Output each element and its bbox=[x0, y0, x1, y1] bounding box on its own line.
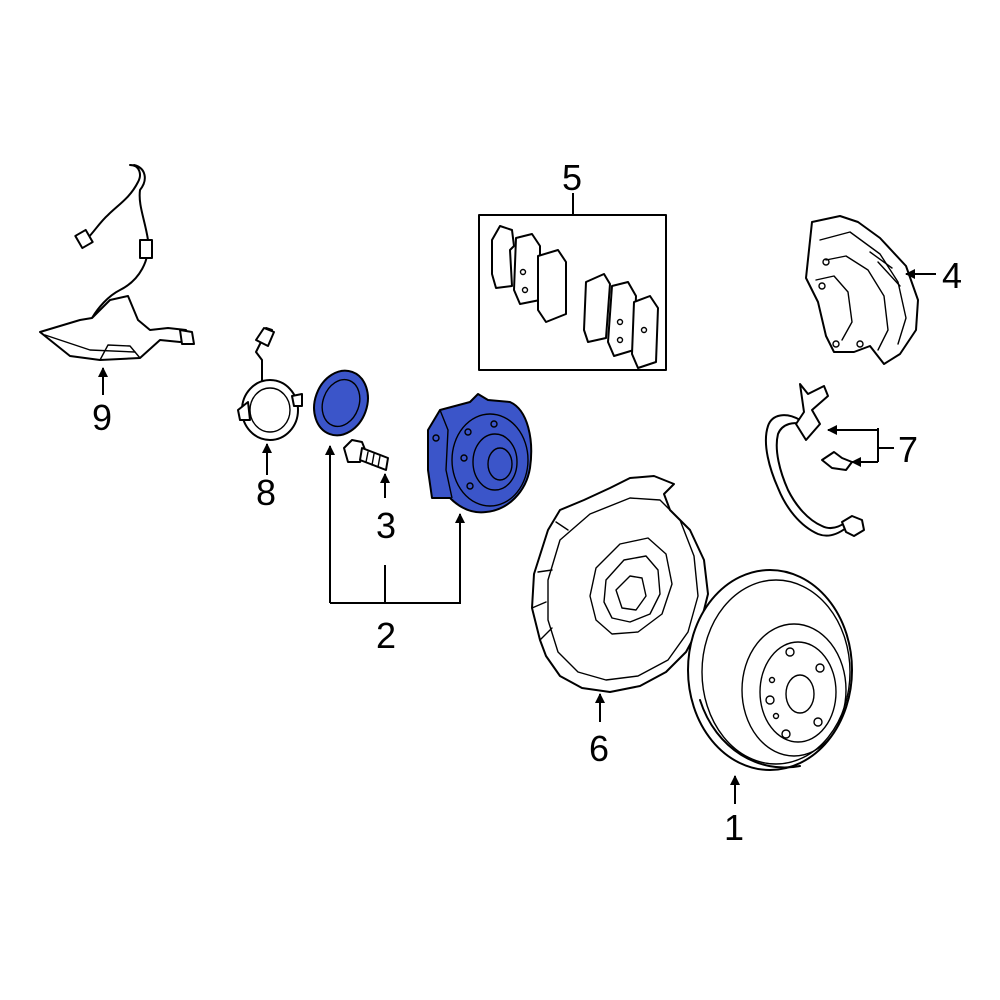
hub-bolt-part[interactable] bbox=[343, 439, 389, 471]
hub-seal-highlight bbox=[313, 369, 369, 437]
callout-8: 8 bbox=[256, 472, 276, 513]
brake-hose-bracket-part[interactable] bbox=[764, 383, 865, 537]
callout-2-leaders bbox=[325, 445, 465, 604]
hub-seal-part[interactable] bbox=[305, 363, 376, 443]
brake-pad-set-part[interactable] bbox=[478, 214, 667, 371]
abs-sensor-wire-part[interactable] bbox=[39, 164, 195, 361]
callout-3: 3 bbox=[376, 505, 396, 546]
callout-9: 9 bbox=[92, 397, 112, 438]
brake-caliper-part[interactable] bbox=[805, 215, 919, 365]
abs-sensor-ring-part[interactable] bbox=[237, 327, 303, 441]
callout-6: 6 bbox=[589, 728, 609, 769]
callout-5: 5 bbox=[562, 157, 582, 198]
callout-2: 2 bbox=[376, 615, 396, 656]
brake-rotor-part[interactable] bbox=[687, 569, 853, 771]
hub-bearing-assembly-part[interactable] bbox=[427, 393, 533, 514]
backing-plate-part[interactable] bbox=[531, 475, 709, 693]
callout-7: 7 bbox=[898, 429, 918, 470]
callout-7-leaders bbox=[827, 425, 894, 467]
hub-assembly-highlight bbox=[427, 393, 533, 514]
callout-4: 4 bbox=[942, 255, 962, 296]
callout-1: 1 bbox=[724, 807, 744, 848]
